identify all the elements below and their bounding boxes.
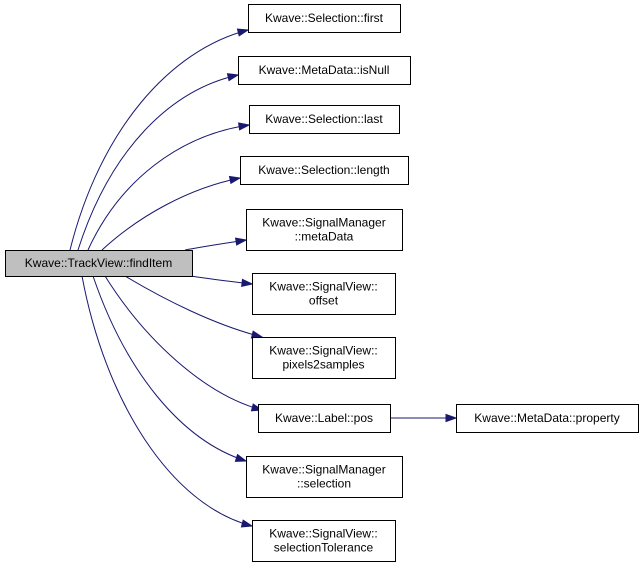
node-box [252,337,396,379]
edge-findItem-to-sel_first [69,29,249,251]
node-box [246,456,403,498]
node-label: Kwave::SignalView:: [269,527,378,541]
node-label: pixels2samples [282,358,364,372]
node-label: Kwave::TrackView::findItem [25,256,172,270]
node-box [252,520,396,562]
node-label: Kwave::SignalView:: [269,344,378,358]
node-sel_length[interactable]: Kwave::Selection::length [240,156,409,185]
node-box [249,105,400,134]
arrowhead-md_isnull [226,73,240,82]
edge-findItem-to-sm_selection [92,275,247,462]
node-box [252,273,396,315]
arrowhead-sv_pixels2samples [250,330,264,339]
edge-findItem-to-sv_pixels2samples [124,275,263,338]
node-box [246,209,403,251]
node-label: Kwave::Label::pos [275,411,373,425]
node-sv_seltol[interactable]: Kwave::SignalView::selectionTolerance [252,520,396,562]
node-label: Kwave::Selection::first [265,11,384,25]
node-label: selectionTolerance [274,541,374,555]
node-sm_metadata[interactable]: Kwave::SignalManager::metaData [246,209,403,251]
node-findItem[interactable]: Kwave::TrackView::findItem [5,250,193,277]
node-label: ::selection [297,477,351,491]
edge-findItem-to-sel_last [87,124,250,251]
node-label: Kwave::MetaData::isNull [259,63,390,77]
node-label: ::metaData [295,230,354,244]
node-md_isnull[interactable]: Kwave::MetaData::isNull [238,56,411,85]
node-label: Kwave::SignalManager [262,216,385,230]
node-sel_first[interactable]: Kwave::Selection::first [248,4,401,33]
node-sm_selection[interactable]: Kwave::SignalManager::selection [246,456,403,498]
node-box [456,404,639,433]
node-box [248,4,401,33]
node-label: Kwave::Selection::last [265,112,383,126]
arrowhead-sv_seltol [240,519,254,528]
node-sv_pixels2samples[interactable]: Kwave::SignalView::pixels2samples [252,337,396,379]
arrowhead-sm_metadata [234,237,248,246]
call-graph-nodes: Kwave::TrackView::findItem Kwave::Selecti… [5,4,639,562]
node-box [238,56,411,85]
node-label_pos[interactable]: Kwave::Label::pos [258,404,391,433]
edge-findItem-to-label_pos [104,275,263,411]
node-label: Kwave::Selection::length [258,163,389,177]
node-sel_last[interactable]: Kwave::Selection::last [249,105,400,134]
edge-findItem-to-md_isnull [77,74,239,251]
node-label: offset [309,294,339,308]
node-box [5,250,193,277]
node-label: Kwave::MetaData::property [474,411,619,425]
edge-findItem-to-sel_length [101,177,241,251]
node-sv_offset[interactable]: Kwave::SignalView::offset [252,273,396,315]
node-md_property[interactable]: Kwave::MetaData::property [456,404,639,433]
arrowhead-sel_length [228,175,242,185]
node-box [240,156,409,185]
node-label: Kwave::SignalManager [262,463,385,477]
call-graph-edges [69,28,458,528]
arrowhead-sel_first [236,28,250,37]
node-label: Kwave::SignalView:: [269,280,378,294]
arrowhead-sv_offset [241,278,254,288]
node-box [258,404,391,433]
arrowhead-sel_last [238,122,251,131]
edge-findItem-to-sv_seltol [81,275,253,527]
arrowhead-md_property [445,413,458,423]
arrowhead-sm_selection [234,453,248,462]
